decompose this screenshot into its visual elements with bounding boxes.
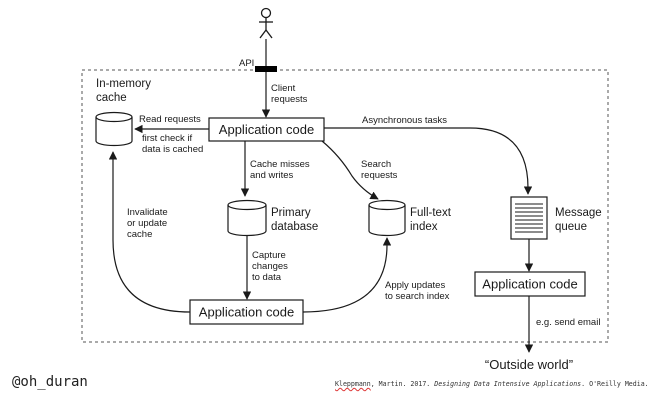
read-requests-label: Read requests	[139, 114, 201, 125]
app-code-bottom-label: Application code	[199, 305, 294, 320]
primary-database-label-1: Primary	[271, 207, 311, 219]
async-tasks-arrow	[324, 127, 533, 195]
apply-updates-label-2: to search index	[385, 291, 450, 302]
app-code-bottom-box	[189, 299, 304, 325]
citation-title: Designing Data Intensive Applications	[434, 380, 582, 388]
author-handle: @oh_duran	[12, 374, 88, 390]
capture-changes-label-1: Capture	[252, 250, 286, 261]
send-email-label: e.g. send email	[536, 317, 600, 328]
apply-updates-arrow	[302, 237, 392, 313]
message-queue-icon	[510, 196, 548, 240]
invalidate-label-3: cache	[127, 229, 152, 240]
search-requests-arrow	[321, 140, 379, 200]
invalidate-label-1: Invalidate	[127, 207, 168, 218]
cache-label-2: cache	[96, 92, 127, 104]
primary-database-cylinder-icon	[227, 199, 267, 237]
search-requests-label-2: requests	[361, 170, 398, 181]
api-label: API	[239, 58, 254, 69]
fulltext-index-label-1: Full-text	[410, 207, 452, 219]
search-requests-label-1: Search	[361, 159, 391, 170]
invalidate-label-2: or update	[127, 218, 167, 229]
citation-end: . O'Reilly Media.	[581, 380, 649, 388]
app-code-right-label: Application code	[482, 277, 577, 292]
cache-misses-label-1: Cache misses	[250, 159, 310, 170]
capture-changes-label-2: changes	[252, 261, 288, 272]
fulltext-index-label-2: index	[410, 221, 438, 233]
cache-misses-label-2: and writes	[250, 170, 294, 181]
cache-label-1: In-memory	[96, 78, 151, 90]
client-requests-label-2: requests	[271, 94, 308, 105]
first-check-label-2: data is cached	[142, 144, 203, 155]
api-bar	[255, 66, 277, 72]
cache-cylinder-icon	[95, 111, 133, 147]
first-check-label-1: first check if	[142, 133, 193, 144]
async-tasks-label: Asynchronous tasks	[362, 115, 447, 126]
outside-world-label: “Outside world”	[485, 357, 573, 372]
citation-mid: , Martin. 2017.	[370, 380, 435, 388]
client-requests-label-1: Client	[271, 83, 296, 94]
fulltext-index-cylinder-icon	[368, 199, 406, 237]
capture-changes-label-3: to data	[252, 272, 282, 283]
invalidate-cache-arrow	[108, 151, 191, 313]
citation: Kleppmann, Martin. 2017. Designing Data …	[335, 380, 649, 388]
system-boundary	[81, 69, 609, 343]
message-queue-label-2: queue	[555, 221, 587, 233]
app-code-top-label: Application code	[219, 122, 314, 137]
app-code-right-box	[474, 271, 586, 297]
user-figure-icon	[259, 7, 273, 39]
apply-updates-label-1: Apply updates	[385, 280, 445, 291]
message-queue-label-1: Message	[555, 207, 602, 219]
citation-author: Kleppmann	[335, 380, 371, 388]
primary-database-label-2: database	[271, 221, 318, 233]
